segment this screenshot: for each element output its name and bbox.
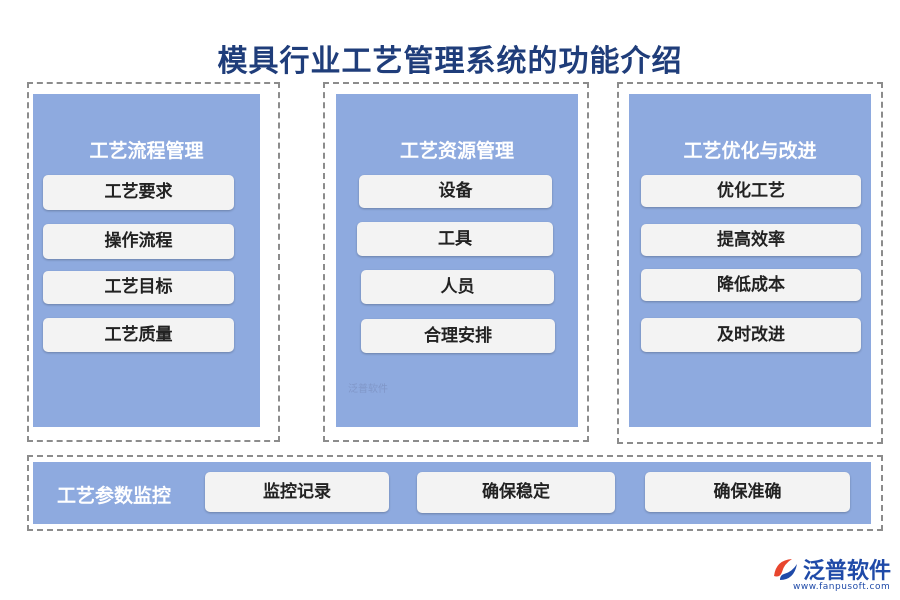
column-2-item-1: 设备 <box>359 175 552 208</box>
column-2-frame <box>323 82 589 442</box>
column-3-item-3: 降低成本 <box>641 269 861 301</box>
bottom-frame <box>27 455 883 531</box>
column-3-item-1: 优化工艺 <box>641 175 861 207</box>
column-2-title: 工艺资源管理 <box>399 140 514 162</box>
bottom-item-2: 确保稳定 <box>417 472 615 513</box>
bottom-title: 工艺参数监控 <box>57 485 172 507</box>
column-1-frame <box>27 82 280 442</box>
column-2-item-2: 工具 <box>357 222 553 256</box>
brand-logo: 泛普软件 <box>770 553 891 585</box>
watermark: 泛普软件 <box>348 384 388 395</box>
column-2-item-4: 合理安排 <box>361 319 555 353</box>
column-2-item-3: 人员 <box>361 270 554 304</box>
column-3-panel: 工艺优化与改进 <box>629 94 871 427</box>
column-3-frame <box>617 82 883 444</box>
fanpu-logo-icon <box>774 559 797 580</box>
bottom-item-3: 确保准确 <box>645 472 850 512</box>
column-1-item-2: 操作流程 <box>43 224 234 259</box>
page-title: 模具行业工艺管理系统的功能介绍 <box>217 44 683 79</box>
column-2-panel: 工艺资源管理 <box>336 94 578 427</box>
column-3-item-2: 提高效率 <box>641 224 861 256</box>
logo-name: 泛普软件 <box>803 559 892 584</box>
column-1-item-4: 工艺质量 <box>43 318 234 352</box>
column-1-item-3: 工艺目标 <box>43 271 234 304</box>
column-1-title: 工艺流程管理 <box>89 140 204 162</box>
logo-url: www.fanpusoft.com <box>793 582 891 592</box>
bottom-item-1: 监控记录 <box>205 472 389 512</box>
column-1-panel: 工艺流程管理 <box>33 94 260 427</box>
column-3-item-4: 及时改进 <box>641 318 861 352</box>
column-1-item-1: 工艺要求 <box>43 175 234 210</box>
column-3-title: 工艺优化与改进 <box>683 140 817 162</box>
